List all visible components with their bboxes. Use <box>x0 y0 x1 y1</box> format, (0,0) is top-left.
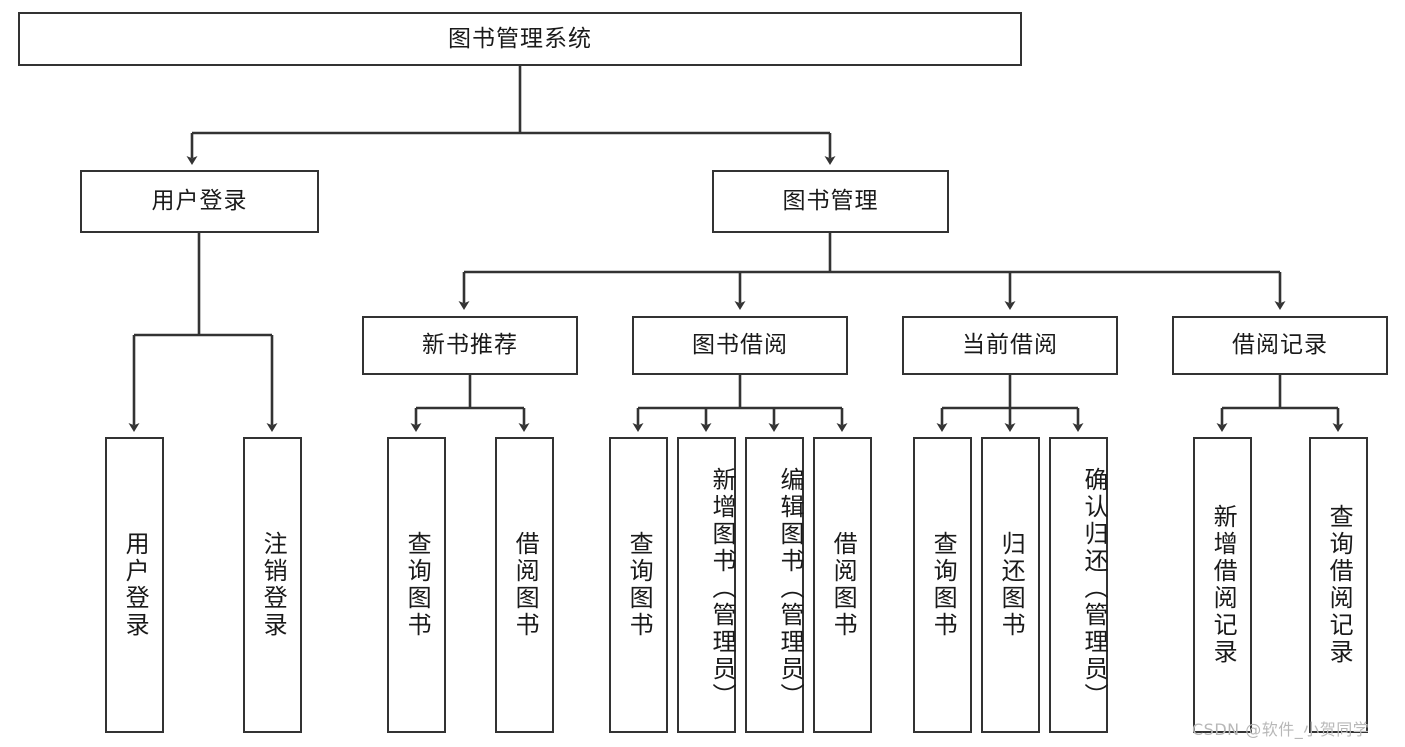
leaf-borrow-book-recommend[interactable]: 借阅图书 <box>495 437 554 733</box>
node-label: 图书管理系统 <box>448 25 592 52</box>
node-label: 查询图书 <box>625 531 654 639</box>
csdn-watermark: CSDN @软件_小贺同学 <box>1192 720 1370 739</box>
node-label: 编辑图书（管理员） <box>776 466 804 710</box>
node-label: 用户登录 <box>151 188 248 215</box>
node-label: 确认归还（管理员） <box>1080 466 1108 710</box>
leaf-query-book-recommend[interactable]: 查询图书 <box>387 437 446 733</box>
leaf-confirm-return-admin[interactable]: 确认归还（管理员） <box>1049 437 1108 733</box>
node-label: 新增图书（管理员） <box>708 466 736 710</box>
leaf-user-login[interactable]: 用户登录 <box>105 437 164 733</box>
leaf-add-book-admin[interactable]: 新增图书（管理员） <box>677 437 736 733</box>
node-label: 借阅图书 <box>829 531 858 639</box>
node-root-book-management-system[interactable]: 图书管理系统 <box>18 12 1022 66</box>
node-label: 新书推荐 <box>422 332 518 359</box>
leaf-query-borrow-record[interactable]: 查询借阅记录 <box>1309 437 1368 733</box>
leaf-query-book-borrow[interactable]: 查询图书 <box>609 437 668 733</box>
node-label: 借阅记录 <box>1232 332 1328 359</box>
node-book-manage[interactable]: 图书管理 <box>712 170 949 233</box>
node-label: 图书借阅 <box>692 332 788 359</box>
leaf-return-book[interactable]: 归还图书 <box>981 437 1040 733</box>
node-label: 查询图书 <box>403 531 432 639</box>
leaf-add-borrow-record[interactable]: 新增借阅记录 <box>1193 437 1252 733</box>
node-label: 用户登录 <box>121 531 150 639</box>
leaf-borrow-book-borrow[interactable]: 借阅图书 <box>813 437 872 733</box>
node-label: 查询借阅记录 <box>1325 504 1354 666</box>
leaf-logout-login[interactable]: 注销登录 <box>243 437 302 733</box>
node-label: 图书管理 <box>782 188 879 215</box>
node-book-borrow[interactable]: 图书借阅 <box>632 316 848 375</box>
node-label: 注销登录 <box>259 531 288 639</box>
leaf-query-book-current[interactable]: 查询图书 <box>913 437 972 733</box>
leaf-edit-book-admin[interactable]: 编辑图书（管理员） <box>745 437 804 733</box>
node-borrow-record[interactable]: 借阅记录 <box>1172 316 1388 375</box>
node-label: 新增借阅记录 <box>1209 504 1238 666</box>
node-label: 当前借阅 <box>962 332 1058 359</box>
node-label: 查询图书 <box>929 531 958 639</box>
node-current-borrow[interactable]: 当前借阅 <box>902 316 1118 375</box>
node-label: 借阅图书 <box>511 531 540 639</box>
node-label: 归还图书 <box>997 531 1026 639</box>
node-new-book-recommend[interactable]: 新书推荐 <box>362 316 578 375</box>
node-user-login[interactable]: 用户登录 <box>80 170 319 233</box>
